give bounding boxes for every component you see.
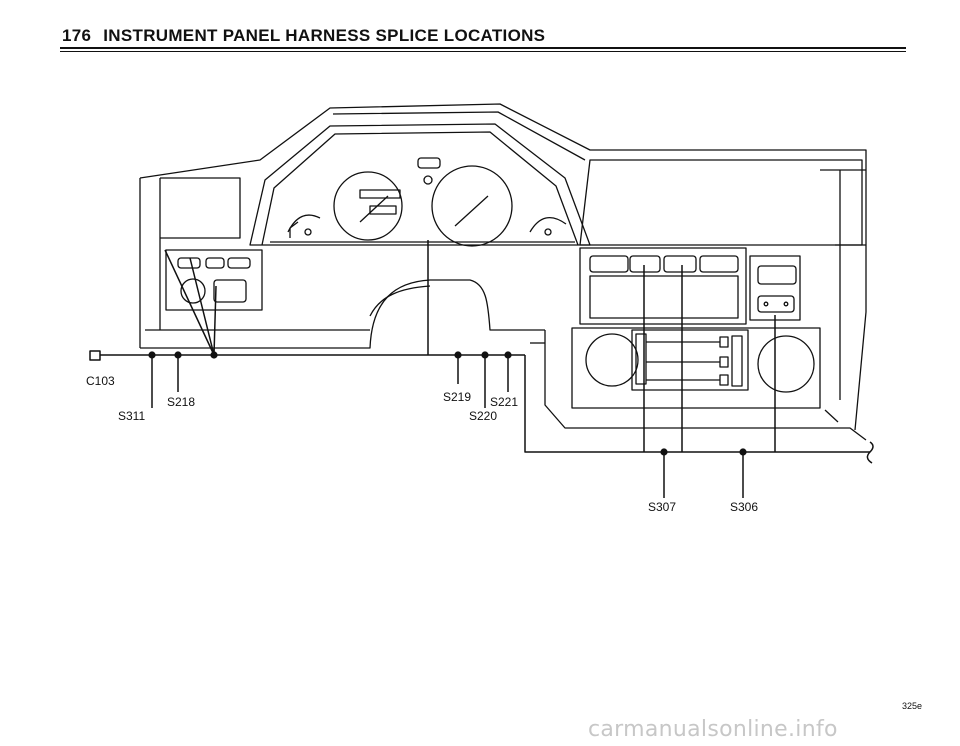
label-s220: S220 [469,409,497,423]
connector-c103 [89,350,101,361]
label-s221: S221 [490,395,518,409]
header-rule-thin [60,51,906,52]
splice-dot-s311 [148,351,156,359]
page-number: 176 [62,26,92,45]
splice-dot-s306 [739,448,747,456]
label-s311: S311 [118,409,145,423]
label-s218: S218 [167,395,195,409]
label-s307: S307 [648,500,676,514]
instrument-cluster [249,123,591,247]
splice-dot-s218 [174,351,182,359]
left-switch-panel [165,249,263,311]
label-s219: S219 [443,390,471,404]
harness-wiring [89,240,874,498]
page-title: INSTRUMENT PANEL HARNESS SPLICE LOCATION… [103,26,546,45]
splice-dot-s219 [454,351,462,359]
splice-dot-s307 [660,448,668,456]
splice-dot-s220 [481,351,489,359]
header-rule [60,47,906,49]
label-c103: C103 [86,374,115,388]
watermark: carmanualsonline.info [588,717,838,742]
splice-dot-s221 [504,351,512,359]
page-header: 176 INSTRUMENT PANEL HARNESS SPLICE LOCAT… [62,26,545,46]
label-s306: S306 [730,500,758,514]
splice-dot-junction [210,351,218,359]
dashboard-outline [139,103,867,441]
splice-labels: C103 S218 S311 S219 S221 S220 S307 S306 [86,374,758,514]
center-console [571,159,863,409]
figure-reference: 325e [901,701,922,711]
splice-points [148,351,747,456]
